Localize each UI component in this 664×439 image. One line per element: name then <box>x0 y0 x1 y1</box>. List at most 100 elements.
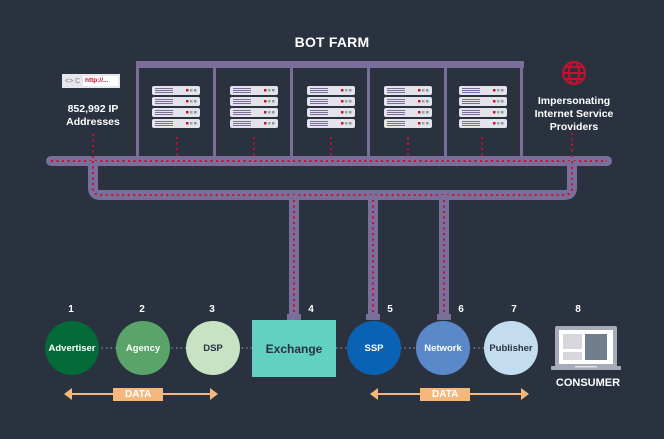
server-vent-line <box>387 121 405 122</box>
node-publisher[interactable]: Publisher <box>484 321 538 375</box>
feeder-lines <box>92 133 573 158</box>
server-vent-line <box>462 88 480 89</box>
server-vent-line <box>310 114 328 115</box>
server-vent-line <box>155 99 173 100</box>
pipe-cap <box>437 314 451 320</box>
server-led <box>268 122 271 125</box>
server-vent-line <box>462 114 480 115</box>
arrow-head-left <box>370 388 378 400</box>
server-led <box>418 89 421 92</box>
arrow-head-right <box>521 388 529 400</box>
data-label-right: DATA <box>420 388 471 401</box>
server-vent-line <box>462 103 480 104</box>
server-led <box>422 100 425 103</box>
bot-farm-top-bar <box>136 61 524 68</box>
server-vent-line <box>155 90 173 91</box>
server-vent-line <box>233 90 251 91</box>
server-led <box>190 122 193 125</box>
divider <box>136 61 139 159</box>
data-label-left: DATA <box>113 388 164 401</box>
server-vent-line <box>155 101 173 102</box>
server-vent-line <box>387 103 405 104</box>
server-vent-line <box>310 103 328 104</box>
server-led <box>186 100 189 103</box>
server-vent-line <box>155 123 173 124</box>
server-vent-line <box>387 90 405 91</box>
server-vent-line <box>310 123 328 124</box>
server-vent-line <box>155 92 173 93</box>
server-vent-line <box>233 99 251 100</box>
server-vent-line <box>155 114 173 115</box>
server-led <box>501 100 504 103</box>
pipe-cap <box>366 314 380 320</box>
step-number: 7 <box>511 304 517 315</box>
loop-pipe <box>88 161 577 200</box>
server-vent-line <box>387 92 405 93</box>
screen-block <box>585 334 607 360</box>
server-led <box>345 89 348 92</box>
ip-addresses-label: 852,992 IP Addresses <box>40 103 146 129</box>
server-vent-line <box>233 92 251 93</box>
server-led <box>190 89 193 92</box>
label-line: Providers <box>549 121 599 133</box>
node-ssp[interactable]: SSP <box>347 321 401 375</box>
consumer-label: CONSUMER <box>555 377 621 389</box>
server-vent-line <box>310 101 328 102</box>
server-led <box>190 100 193 103</box>
server-led <box>426 111 429 114</box>
node-exchange[interactable]: Exchange <box>252 320 336 377</box>
server-vent-line <box>310 99 328 100</box>
server-vent-line <box>233 112 251 113</box>
node-agency[interactable]: Agency <box>116 321 170 375</box>
server-led <box>186 122 189 125</box>
isp-label: Impersonating Internet Service Providers <box>520 95 628 134</box>
server-led <box>341 89 344 92</box>
server-led <box>194 111 197 114</box>
server-led <box>422 89 425 92</box>
server-vent-line <box>233 123 251 124</box>
server-vent-line <box>233 103 251 104</box>
server-led <box>194 122 197 125</box>
node-network[interactable]: Network <box>416 321 470 375</box>
server-vent-line <box>387 112 405 113</box>
server-led <box>264 122 267 125</box>
node-dsp[interactable]: DSP <box>186 321 240 375</box>
server-led <box>501 111 504 114</box>
server-vent-line <box>387 123 405 124</box>
server-vent-line <box>310 125 328 126</box>
diagram-title: BOT FARM <box>294 34 370 50</box>
server-led <box>268 89 271 92</box>
label-line: Impersonating <box>537 95 611 107</box>
server-led <box>268 100 271 103</box>
server-led <box>418 122 421 125</box>
server-vent-line <box>462 121 480 122</box>
server-vent-line <box>310 121 328 122</box>
server-led <box>186 89 189 92</box>
server-led <box>272 111 275 114</box>
server-led <box>501 122 504 125</box>
browser-url-icon: <> C http://... <box>62 74 120 88</box>
server-vent-line <box>233 88 251 89</box>
server-vent-line <box>387 110 405 111</box>
server-vent-line <box>310 110 328 111</box>
server-led <box>194 89 197 92</box>
server-led <box>186 111 189 114</box>
drop-pipes <box>287 195 451 320</box>
server-led <box>426 122 429 125</box>
server-stack <box>307 86 355 128</box>
server-led <box>341 100 344 103</box>
server-vent-line <box>233 110 251 111</box>
divider <box>290 61 293 159</box>
server-led <box>345 100 348 103</box>
screen-block <box>563 352 582 360</box>
server-led <box>345 122 348 125</box>
server-vent-line <box>155 125 173 126</box>
server-vent-line <box>462 110 480 111</box>
server-stack <box>384 86 432 128</box>
step-number: 8 <box>575 304 581 315</box>
server-led <box>272 122 275 125</box>
divider <box>367 61 370 159</box>
node-advertiser[interactable]: Advertiser <box>45 321 99 375</box>
server-led <box>190 111 193 114</box>
